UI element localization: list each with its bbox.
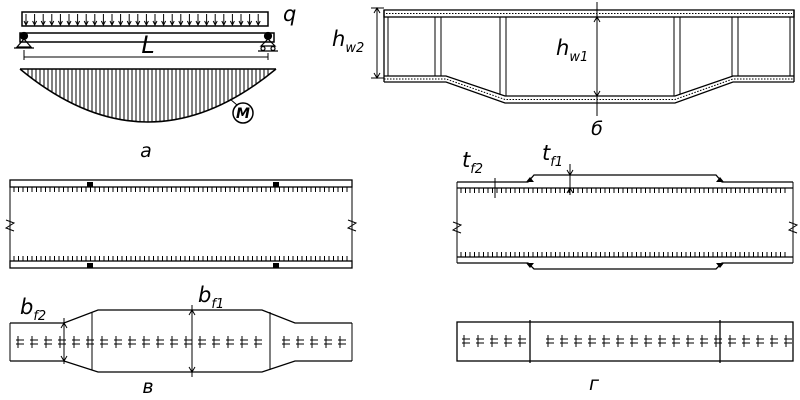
label-hw1: hw1 — [556, 36, 588, 65]
label-hw2: hw2 — [332, 27, 364, 56]
web-stiffeners — [387, 17, 791, 96]
flange-plan-g — [456, 321, 794, 362]
caption-a: а — [140, 140, 152, 162]
label-bf1: bf1 — [198, 283, 224, 312]
flange-plan-bottom-edge — [10, 360, 352, 373]
moment-marker — [232, 102, 254, 124]
distributed-load-strip — [21, 11, 269, 27]
weld-ticks-v — [13, 187, 348, 261]
load-label-q: q — [283, 2, 296, 26]
right-support — [258, 31, 278, 52]
left-support — [14, 31, 34, 49]
panel-v: в — [4, 179, 358, 398]
label-tf2: tf2 — [462, 148, 483, 177]
panel-g: г — [451, 164, 799, 395]
web-weld-plan-g — [462, 335, 792, 347]
bottom-flange-inner — [384, 75, 794, 97]
moment-label: M — [236, 106, 250, 122]
panel-a: M q L а — [14, 2, 296, 162]
moment-hatching — [27, 69, 269, 122]
caption-b: б — [591, 118, 603, 140]
bottom-flange-outer — [384, 81, 794, 104]
beam-a — [19, 32, 275, 43]
girder-elevation-g — [451, 174, 799, 270]
span-dimension — [23, 50, 269, 60]
span-label-L: L — [141, 31, 154, 59]
caption-v: в — [142, 376, 153, 398]
load-arrows — [23, 14, 261, 27]
label-bf2: bf2 — [20, 295, 46, 324]
caption-g: г — [589, 373, 600, 395]
label-tf1: tf1 — [542, 141, 563, 170]
flange-plan-top-edge — [10, 309, 352, 324]
panel-b: б — [371, 2, 795, 140]
weld-ticks-g — [460, 188, 786, 257]
girder-elevation-v — [4, 179, 358, 269]
web-weld-plan-v — [16, 336, 346, 348]
